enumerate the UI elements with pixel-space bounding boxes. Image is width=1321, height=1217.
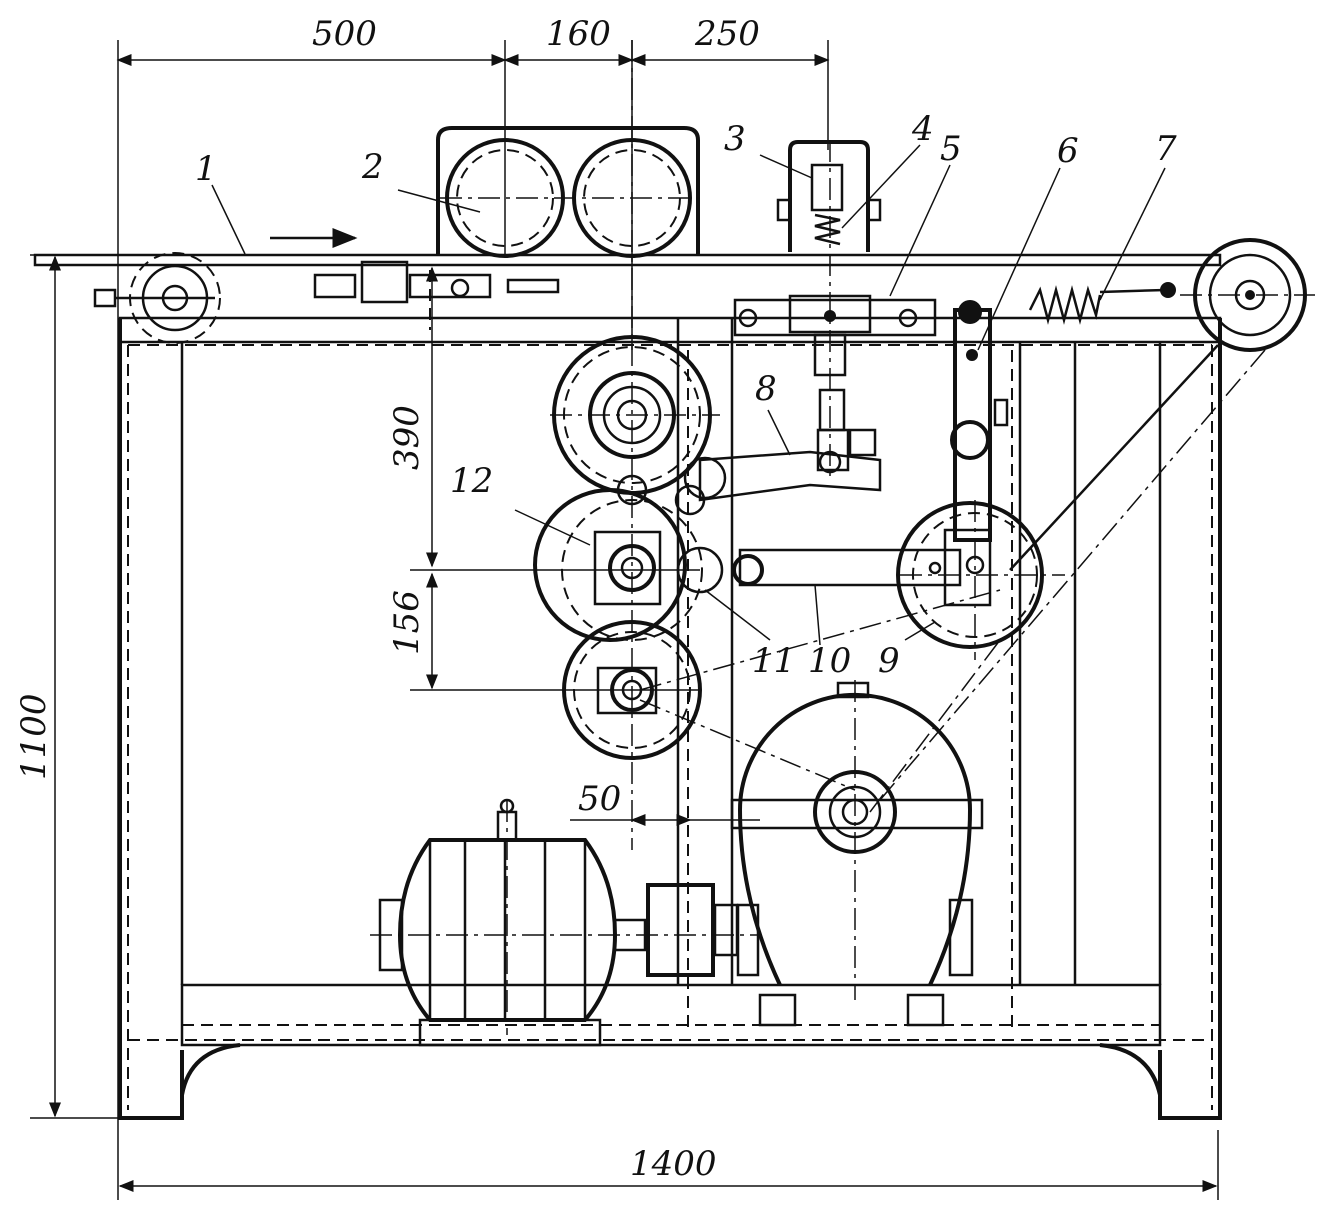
- dim-1400: 1400: [630, 1144, 717, 1184]
- callout-12: 12: [450, 461, 493, 501]
- callout-4: 4: [911, 109, 934, 149]
- dim-500: 500: [312, 14, 377, 54]
- callout-5: 5: [940, 129, 962, 169]
- callout-2: 2: [361, 147, 384, 187]
- right-pulley: [879, 238, 1315, 801]
- pulley-9: [896, 500, 1065, 660]
- dim-390: 390: [387, 405, 427, 470]
- dim-156: 156: [387, 590, 427, 655]
- dim-250: 250: [694, 14, 760, 54]
- lever-arm: [698, 409, 882, 502]
- lower-roller: [562, 40, 702, 850]
- machine-frame: [33, 253, 1222, 1120]
- tension-plate: [733, 140, 951, 480]
- connecting-bar: [738, 548, 962, 646]
- gearbox: [639, 589, 1001, 1027]
- dim-50: 50: [578, 779, 621, 819]
- dim-1100: 1100: [14, 693, 54, 780]
- conveyor-belt: [93, 184, 560, 344]
- callout-10: 10: [808, 641, 851, 681]
- callout-1: 1: [195, 149, 217, 189]
- callout-11: 11: [752, 641, 795, 681]
- electric-motor: [370, 798, 760, 1047]
- top-rollers: [397, 126, 700, 258]
- dim-160: 160: [546, 14, 611, 54]
- callout-6: 6: [1057, 131, 1079, 171]
- tension-arm: [950, 167, 1176, 542]
- callout-7: 7: [1155, 129, 1177, 169]
- callout-9: 9: [878, 641, 900, 681]
- callout-8: 8: [755, 369, 777, 409]
- spring-unit: [759, 140, 921, 252]
- callout-3: 3: [724, 119, 746, 159]
